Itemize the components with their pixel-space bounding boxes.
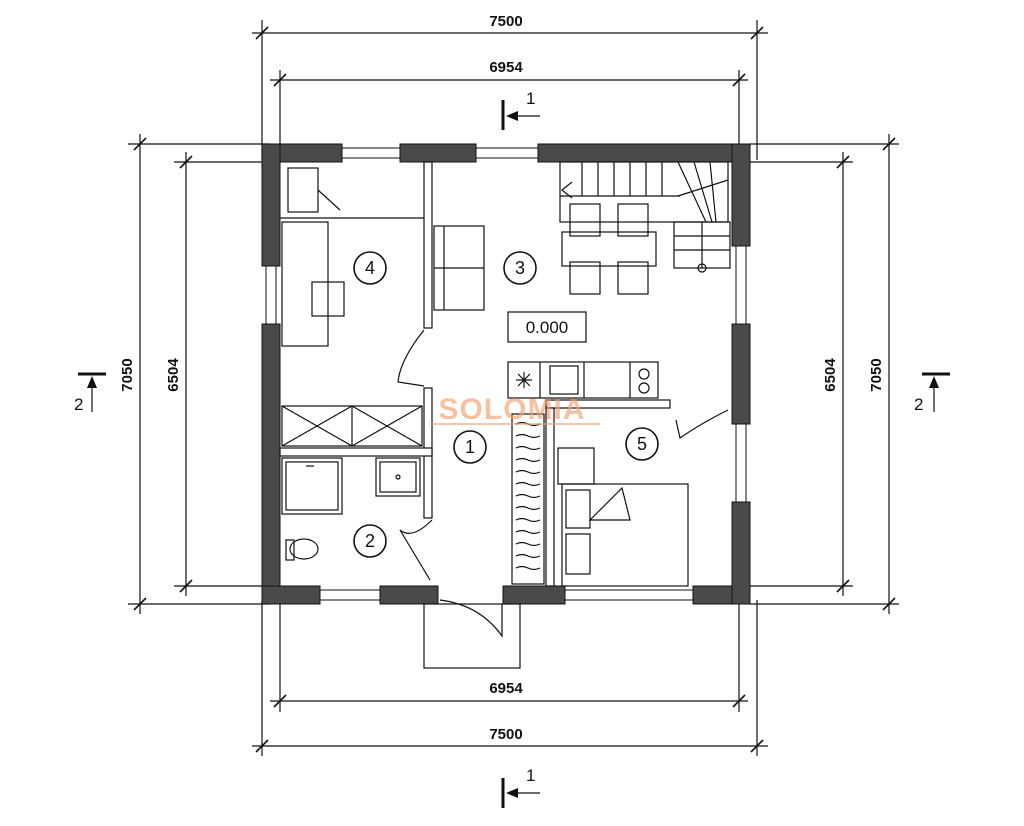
logo-watermark: SOLOMIA bbox=[439, 393, 586, 426]
dim-top-outer: 7500 bbox=[489, 13, 522, 30]
dimension-lines bbox=[128, 20, 899, 756]
section-mark-left-label: 2 bbox=[74, 395, 83, 414]
dim-bottom-outer: 7500 bbox=[489, 726, 522, 743]
room-labels bbox=[353, 251, 659, 558]
dim-right-outer: 7050 bbox=[868, 358, 885, 391]
room-1-label: 1 bbox=[465, 437, 475, 457]
room4-furniture bbox=[280, 167, 424, 347]
section-mark-top-label: 1 bbox=[526, 89, 535, 108]
dim-bottom-inner: 6954 bbox=[489, 680, 523, 697]
room-4-label: 4 bbox=[365, 258, 375, 278]
section-mark-bottom-label: 1 bbox=[526, 766, 535, 785]
level-box bbox=[507, 311, 587, 343]
wardrobe bbox=[281, 405, 423, 447]
room-3-label: 3 bbox=[515, 258, 525, 278]
dim-top-inner: 6954 bbox=[489, 59, 523, 76]
dim-right-inner: 6504 bbox=[822, 358, 839, 392]
exterior-walls bbox=[261, 143, 751, 605]
interior-walls bbox=[279, 161, 671, 587]
section-mark-left bbox=[78, 372, 106, 412]
section-mark-right-label: 2 bbox=[914, 395, 923, 414]
dim-left-inner: 6504 bbox=[165, 358, 182, 392]
stairs bbox=[559, 161, 731, 273]
kitchen bbox=[507, 361, 659, 399]
level-label: 0.000 bbox=[526, 318, 569, 337]
bedroom-furniture bbox=[557, 447, 689, 587]
room-5-label: 5 bbox=[637, 434, 647, 454]
dim-left-outer: 7050 bbox=[119, 358, 136, 391]
section-mark-bottom bbox=[501, 778, 540, 808]
section-mark-top bbox=[501, 100, 540, 130]
bathroom-fixtures bbox=[281, 457, 421, 561]
section-mark-right bbox=[922, 372, 950, 412]
room-2-label: 2 bbox=[365, 531, 375, 551]
doors bbox=[397, 329, 729, 669]
hall-radiator bbox=[511, 413, 545, 585]
room3-furniture bbox=[433, 203, 657, 311]
